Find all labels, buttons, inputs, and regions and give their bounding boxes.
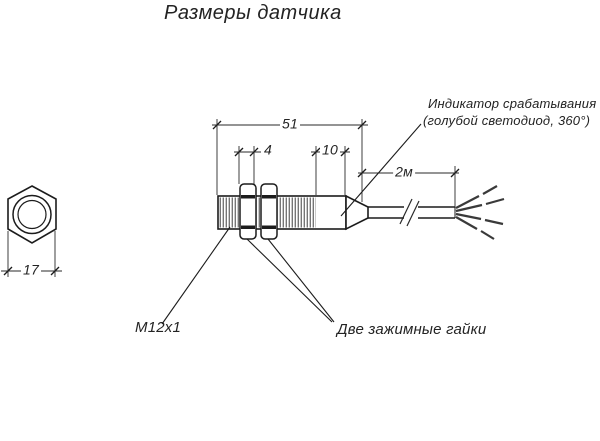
leader-nut-1 (246, 238, 333, 323)
indicator-annotation-line1: Индикатор срабатывания (428, 96, 597, 111)
drawing-title: Размеры датчика (164, 2, 342, 24)
leader-indicator (340, 123, 422, 217)
dimension-ticks (3, 120, 460, 276)
clamping-nuts-label: Две зажимные гайки (337, 321, 487, 338)
leader-lines (161, 123, 422, 325)
leader-thread (161, 226, 231, 325)
dim-value-body-length: 51 (280, 115, 300, 132)
sensor-side-view (217, 183, 505, 240)
dim-value-cable-length: 2м (393, 163, 415, 180)
clamping-nut-1 (239, 183, 257, 240)
indicator-cone (345, 194, 369, 231)
indicator-annotation-line2: (голубой светодиод, 360°) (423, 113, 591, 128)
dim-value-hex-across-flats: 17 (21, 261, 41, 278)
cable-break-symbol (399, 198, 420, 227)
thread-size-label: М12х1 (135, 319, 182, 336)
barrel-inner-circle (17, 199, 47, 230)
hex-nut-front-view (7, 185, 57, 244)
cable (368, 206, 456, 219)
wire-leads (455, 185, 505, 240)
leader-nut-2 (267, 238, 335, 323)
dim-value-head-length: 10 (320, 141, 340, 158)
clamping-nut-2 (260, 183, 278, 240)
dim-value-nut-thickness: 4 (264, 141, 272, 158)
